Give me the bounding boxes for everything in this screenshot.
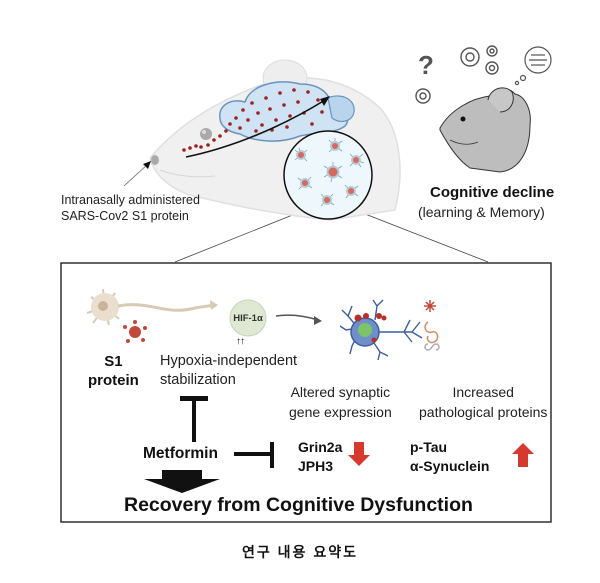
pathological-proteins-illustration: [424, 300, 440, 351]
hypoxia-line1: Hypoxia-independent: [160, 353, 298, 369]
inhibition-bar-vertical: [192, 400, 196, 442]
neuron-illustration: [86, 288, 218, 326]
gray-mouse-eye: [460, 116, 466, 122]
protein-list: p-Tau α-Synuclein: [410, 438, 489, 476]
recovery-arrow: [144, 470, 220, 493]
gene-item: JPH3: [298, 458, 334, 474]
gray-mouse-illustration: [439, 87, 531, 173]
s1-particles: [182, 88, 324, 152]
s1-protein-label: S1 protein: [88, 352, 139, 390]
brain-cells-inset: [283, 130, 373, 220]
s1-label-line1: S1: [104, 353, 123, 370]
synaptic-line2: gene expression: [289, 404, 392, 420]
hypoxia-line2: stabilization: [160, 372, 236, 388]
gene-list: Grin2a JPH3: [298, 438, 342, 476]
gray-mouse-ear: [487, 87, 514, 113]
pathology-line2: pathological proteins: [419, 404, 548, 420]
hypoxia-label: Hypoxia-independent stabilization: [160, 352, 297, 390]
mouse-eye: [200, 128, 212, 140]
pathology-label: Increased pathological proteins: [419, 382, 547, 422]
s1-label-line2: protein: [88, 372, 139, 389]
s1-protein-particle: [123, 320, 147, 343]
axon: [117, 303, 216, 312]
synaptic-label: Altered synaptic gene expression: [289, 382, 392, 422]
synaptic-line1: Altered synaptic: [290, 384, 391, 400]
hif-node: [229, 299, 267, 337]
gene-item: Grin2a: [298, 439, 343, 455]
outcome-title: Cognitive decline: [430, 184, 555, 201]
neuron-nucleus: [98, 301, 108, 311]
figure-caption: 연구 내용 요약도: [242, 544, 358, 560]
administration-label: Intranasally administered SARS-Cov2 S1 p…: [61, 192, 200, 224]
result-label: Recovery from Cognitive Dysfunction: [124, 494, 473, 516]
pathology-line1: Increased: [452, 384, 514, 400]
protein-item: p-Tau: [410, 439, 448, 455]
administration-label-line1: Intranasally administered: [61, 193, 200, 207]
thought-cloud-icon: [514, 46, 552, 86]
inhibition-bar-horizontal: [234, 452, 270, 456]
question-mark-icon: ?: [418, 50, 434, 80]
hif-increase-marker: ↑↑: [236, 336, 245, 347]
zoom-connector-left: [174, 211, 301, 263]
transport-arrow: [185, 99, 326, 158]
protein-item: α-Synuclein: [410, 458, 490, 474]
down-arrow-red: [348, 442, 370, 466]
administration-label-line2: SARS-Cov2 S1 protein: [61, 209, 189, 223]
up-arrow-red: [512, 443, 534, 467]
zoom-connector-right: [359, 211, 489, 263]
mouse-nose: [151, 155, 159, 165]
intranasal-pointer: [123, 163, 149, 187]
inhibition-bar-end: [270, 442, 274, 468]
hif-label: HIF-1α: [233, 313, 263, 324]
metformin-label: Metformin: [143, 445, 218, 462]
gear-icon: [415, 45, 499, 104]
inhibition-bar-top: [180, 396, 208, 401]
affected-neuron-illustration: [339, 299, 423, 361]
cerebellum: [327, 95, 355, 122]
outcome-subtitle: (learning & Memory): [418, 204, 545, 220]
